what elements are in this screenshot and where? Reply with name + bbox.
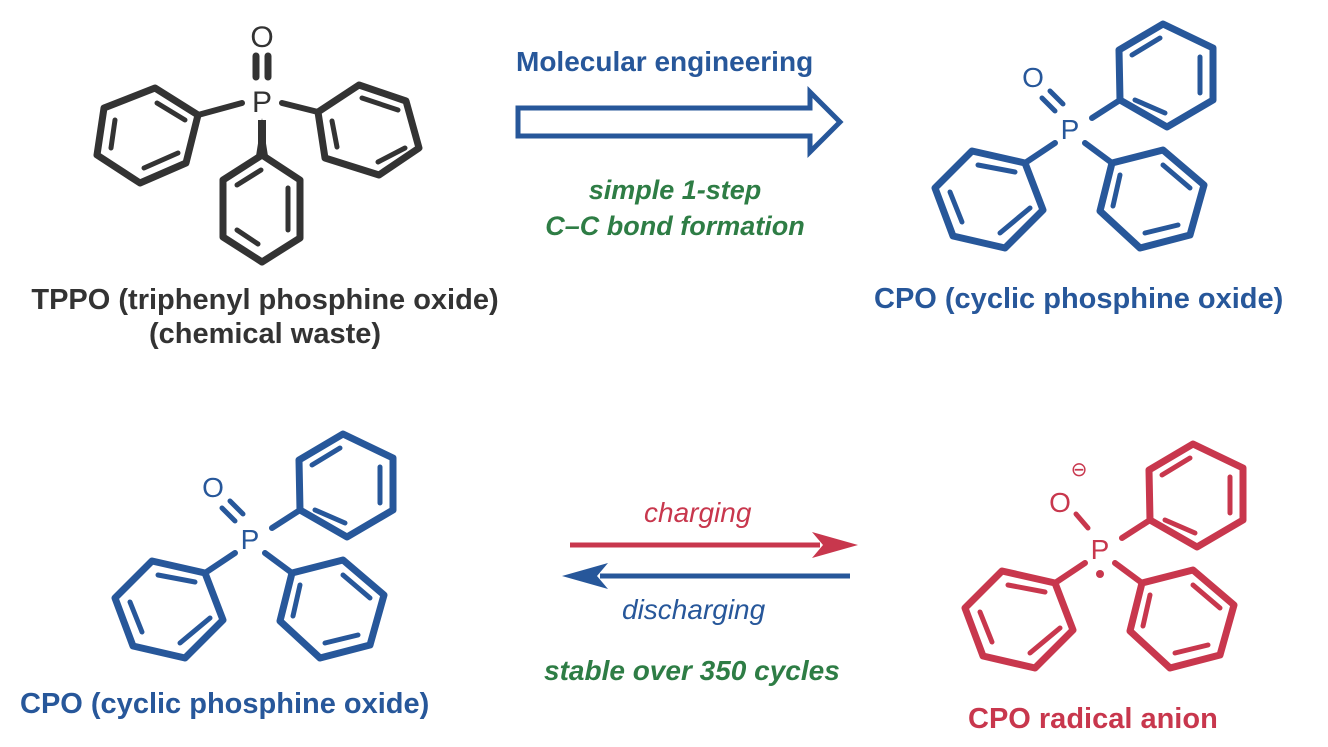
radical-phenyl-db3 xyxy=(1162,517,1198,536)
cpo-bottom-p-left-bond xyxy=(202,550,238,576)
cpo-top-left-db1 xyxy=(975,162,1018,175)
radical-right-db3 xyxy=(1140,592,1153,629)
radical-atom-o: O xyxy=(1049,487,1071,518)
cpo-bottom-right-db1 xyxy=(340,572,373,601)
tppo-bottom-ring-db3 xyxy=(234,227,261,247)
discharging-arrow xyxy=(562,563,850,589)
cpo-bottom-atom-p: P xyxy=(241,524,260,555)
cpo-bottom-left-db2 xyxy=(127,599,145,635)
cpo-radical-anion-molecule xyxy=(961,440,1247,672)
tppo-name: TPPO (triphenyl phosphine oxide) xyxy=(31,284,499,316)
tppo-wedge-tip xyxy=(256,118,268,156)
stability-note: stable over 350 cycles xyxy=(544,655,840,686)
charging-arrow-head xyxy=(812,532,858,558)
cpo-top-po-bond-b xyxy=(1047,88,1066,107)
cpo-top-atom-p: P xyxy=(1061,114,1080,145)
cpo-top-right-db3 xyxy=(1110,172,1123,209)
cpo-bottom-po-bond-a xyxy=(219,505,238,524)
molecular-engineering-arrow xyxy=(515,85,844,159)
tppo-right-ring-db2 xyxy=(329,118,340,150)
molecular-engineering-title: Molecular engineering xyxy=(516,46,814,77)
cpo-bottom-right-benzo xyxy=(276,556,388,662)
radical-po-single-bond xyxy=(1073,511,1091,531)
cpo-top-left-db2 xyxy=(947,189,965,225)
cpo-top-p-right-bond xyxy=(1082,140,1115,166)
radical-anion-label: CPO radical anion xyxy=(968,703,1218,735)
cpo-top-left-db3 xyxy=(997,205,1033,236)
tppo-right-ring-db1 xyxy=(359,95,401,113)
charging-label: charging xyxy=(644,497,752,528)
radical-charge: ⊖ xyxy=(1071,457,1088,481)
radical-p-right-bond xyxy=(1112,560,1145,586)
tppo-left-bond xyxy=(195,100,245,118)
tppo-note: (chemical waste) xyxy=(148,318,382,350)
tppo-left-ring xyxy=(93,84,202,187)
arrow-note-line2: C–C bond formation xyxy=(545,211,805,241)
tppo-left-ring-db1 xyxy=(154,100,188,123)
cpo-bottom-right-db2 xyxy=(322,632,361,646)
tppo-bottom-ring-db1 xyxy=(234,167,264,188)
cpo-top-right-db2 xyxy=(1142,222,1181,236)
cpo-bottom-left-db3 xyxy=(177,615,213,646)
radical-right-db2 xyxy=(1172,642,1211,656)
cpo-top-phenyl-db3 xyxy=(1132,97,1168,116)
cpo-bottom-left-db1 xyxy=(155,572,198,585)
cpo-bottom-po-bond-b xyxy=(227,498,246,517)
cpo-top-po-bond-a xyxy=(1039,95,1058,114)
radical-right-benzo xyxy=(1126,566,1238,672)
tppo-bottom-ring xyxy=(219,151,304,266)
cpo-top-molecule xyxy=(931,20,1217,252)
cpo-bottom-molecule xyxy=(111,430,397,662)
radical-right-db1 xyxy=(1190,582,1223,611)
cpo-top-left-benzo xyxy=(931,147,1047,252)
cpo-top-right-benzo xyxy=(1096,146,1208,252)
cpo-top-phenyl-db1 xyxy=(1129,35,1163,58)
discharging-label: discharging xyxy=(622,594,766,625)
tppo-left-ring-db3 xyxy=(108,117,118,151)
cpo-top-p-left-bond xyxy=(1022,140,1058,166)
cpo-top-label: CPO (cyclic phosphine oxide) xyxy=(874,283,1284,315)
tppo-right-ring-db3 xyxy=(375,145,408,165)
cpo-bottom-atom-o: O xyxy=(202,472,224,503)
charging-arrow xyxy=(570,532,858,558)
tppo-molecule xyxy=(93,52,423,266)
radical-left-db1 xyxy=(1005,582,1048,595)
arrow-note: simple 1-step C–C bond formation xyxy=(510,172,840,244)
cpo-bottom-phenyl-db3 xyxy=(312,507,348,526)
cpo-bottom-p-phenyl-bond xyxy=(269,507,303,531)
tppo-right-ring xyxy=(314,81,423,179)
radical-p-left-bond xyxy=(1052,560,1088,586)
cpo-bottom-label: CPO (cyclic phosphine oxide) xyxy=(20,688,430,720)
tppo-right-bond xyxy=(279,100,321,115)
cpo-bottom-left-benzo xyxy=(111,557,227,662)
radical-left-db3 xyxy=(1027,625,1063,656)
tppo-left-ring-db2 xyxy=(141,150,181,171)
radical-atom-p: P xyxy=(1091,534,1110,565)
arrow-note-line1: simple 1-step xyxy=(588,175,762,205)
tppo-label: TPPO (triphenyl phosphine oxide) (chemic… xyxy=(0,283,530,351)
radical-phenyl-db1 xyxy=(1159,455,1193,478)
radical-left-benzo xyxy=(961,567,1077,672)
cpo-bottom-right-db3 xyxy=(290,582,303,619)
cpo-top-atom-o: O xyxy=(1022,62,1044,93)
radical-left-db2 xyxy=(977,609,995,645)
cpo-top-p-phenyl-bond xyxy=(1089,97,1123,121)
radical-dot xyxy=(1096,570,1104,578)
radical-p-phenyl-bond xyxy=(1119,517,1153,541)
cpo-bottom-phenyl-db1 xyxy=(309,445,343,468)
cpo-bottom-p-right-bond xyxy=(262,550,295,576)
tppo-atom-o: O xyxy=(250,21,273,54)
discharging-arrow-head xyxy=(562,563,608,589)
cpo-top-right-db1 xyxy=(1160,162,1193,191)
tppo-atom-p: P xyxy=(252,86,272,119)
